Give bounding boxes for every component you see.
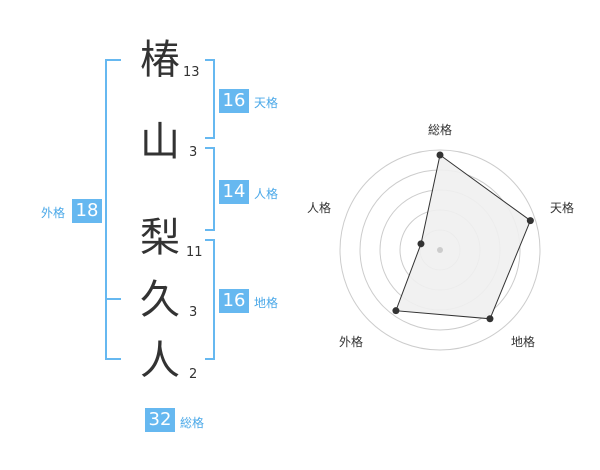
name-char-5: 人 [140, 338, 180, 384]
chikaku-bracket [205, 239, 215, 360]
radar-axis-label-jinkaku: 人格 [307, 201, 332, 215]
tenkaku-label: 天格 [254, 96, 279, 110]
radar-axis-label-chikaku: 地格 [511, 335, 536, 349]
gaikaku-label: 外格 [41, 206, 66, 220]
radar-grid-ring [339, 149, 541, 351]
tenkaku-value: 16 [219, 89, 249, 113]
radar-center-dot [437, 247, 443, 253]
stroke-count-4: 3 [189, 305, 198, 320]
chikaku-label: 地格 [254, 296, 279, 310]
soukaku-value: 32 [145, 408, 175, 432]
stroke-count-3: 11 [186, 245, 203, 260]
stroke-count-2: 3 [189, 145, 198, 160]
radar-series-polygon [395, 154, 532, 320]
radar-axis-label-soukaku: 総格 [428, 123, 453, 137]
jinkaku-value: 14 [219, 180, 249, 204]
gaikaku-value: 18 [72, 199, 102, 223]
name-char-2: 山 [140, 119, 180, 165]
radar-axis-label-gaikaku: 外格 [339, 335, 364, 349]
name-char-3: 梨 [140, 215, 180, 261]
stroke-count-5: 2 [189, 367, 198, 382]
gaikaku-bracket-tick [105, 298, 121, 300]
radar-point-0 [436, 151, 444, 159]
radar-point-1 [526, 217, 534, 225]
soukaku-label: 総格 [180, 416, 205, 430]
tenkaku-bracket [205, 59, 215, 139]
chikaku-value: 16 [219, 289, 249, 313]
radar-point-3 [392, 307, 400, 315]
radar-point-4 [417, 240, 425, 248]
stroke-count-1: 13 [183, 65, 200, 80]
radar-axis-label-tenkaku: 天格 [550, 201, 575, 215]
jinkaku-bracket [205, 147, 215, 231]
radar-point-2 [486, 315, 494, 323]
name-char-4: 久 [140, 277, 180, 323]
jinkaku-label: 人格 [254, 187, 279, 201]
gaikaku-bracket [105, 59, 121, 360]
name-char-1: 椿 [140, 37, 180, 83]
